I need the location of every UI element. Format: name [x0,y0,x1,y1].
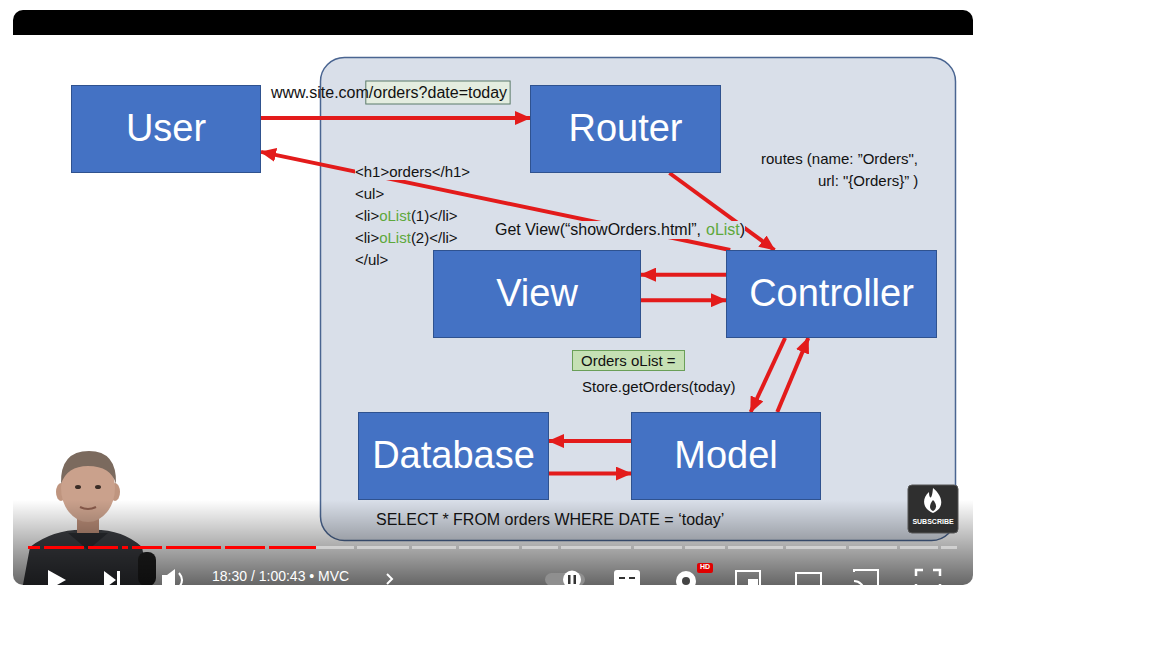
html-code: oList [379,229,411,246]
flow-arrow [549,472,631,476]
flow-arrow [777,338,808,412]
html-code: <ul> [355,185,384,202]
box-label: Controller [749,273,914,315]
html-code: (2)</li> [411,229,458,246]
html-code: <li> [355,207,379,224]
html-code: <li> [355,229,379,246]
sql-query: SELECT * FROM orders WHERE DATE = ‘today… [376,511,724,529]
flow-arrow [641,298,726,302]
html-code: <h1>orders</h1> [355,163,470,180]
flow-arrow [261,116,530,120]
top-bar [13,10,973,35]
process-box: Router [530,85,721,173]
box-label: User [126,108,206,150]
hd-badge-line: HD [697,563,713,571]
box-label: View [496,273,578,315]
route-code: url: "{Orders}” ) [818,172,918,189]
route-code-line: url: "{Orders}” ) [818,172,918,189]
slide-ground [13,10,973,585]
html-code: oList [379,207,411,224]
html-code-line: <li>oList(1)</li> [355,207,458,224]
highlight-code: Orders oList = [581,352,676,369]
method-call: Get View(“showOrders.html”, [495,221,701,239]
box-label: Router [568,108,682,150]
progress-bar [28,547,957,548]
box-label: Model [674,435,778,477]
subscribe-text: SUBSCRIBE [912,518,953,526]
player-shade [13,500,973,585]
highlight-code-line: Orders oList = [572,350,685,371]
route-code-line: routes (name: ”Orders", [761,150,918,167]
flow-arrow [549,439,631,443]
process-box: Model [631,412,821,500]
html-code-line: <li>oList(2)</li> [355,229,458,246]
process-box: Controller [726,250,937,338]
subscribe-logo [908,485,958,533]
html-code: </ul> [355,251,388,268]
process-box: User [71,85,261,173]
method-call: Store.getOrders(today) [582,378,735,395]
method-call: oList [706,221,740,239]
subscribe-text-line: SUBSCRIBE [908,518,958,526]
player-controls [48,563,940,585]
method-call-line: Store.getOrders(today) [582,378,735,395]
player-time-line: 18:30 / 1:00:43 • MVC [212,568,349,584]
html-code-line: <ul> [355,185,384,202]
html-code-line: </ul> [355,251,388,268]
route-code: routes (name: ”Orders", [761,150,918,167]
flow-arrow [641,273,726,277]
process-box: Database [358,412,549,500]
sql-query-line: SELECT * FROM orders WHERE DATE = ‘today… [376,511,724,529]
app-container [321,58,956,541]
url-label: www.site.com/orders?date=today [271,84,507,102]
method-call: ) [740,221,745,239]
player-time: 18:30 / 1:00:43 • MVC [212,568,349,584]
box-label: Database [372,435,535,477]
html-code: (1)</li> [411,207,458,224]
html-code-line: <h1>orders</h1> [355,163,470,180]
hd-badge: HD [700,563,710,571]
process-box: View [433,250,641,338]
method-call-line: Get View(“showOrders.html”, oList) [495,221,745,239]
